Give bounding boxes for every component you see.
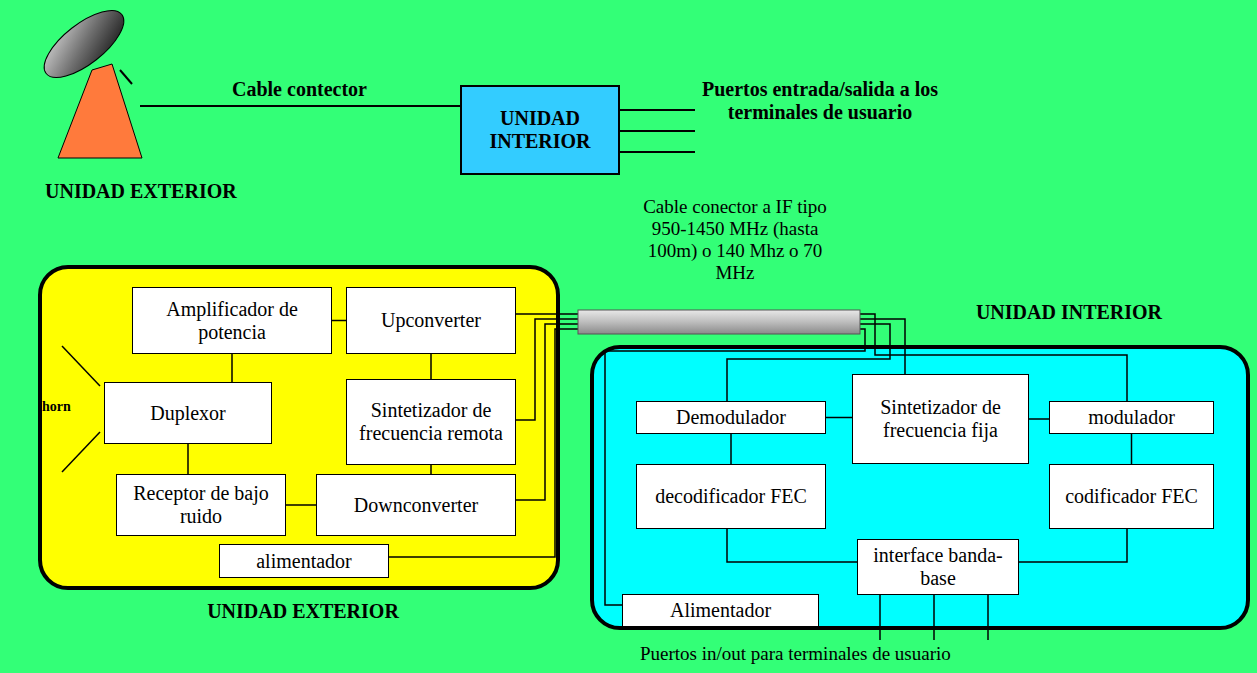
block-label: UNIDAD INTERIOR — [467, 107, 613, 153]
signal-connector — [187, 444, 189, 474]
block-box: codificador FEC — [1049, 464, 1214, 529]
block-label: decodificador FEC — [655, 485, 807, 508]
block-box: UNIDAD INTERIOR — [460, 85, 620, 175]
port-wire — [933, 590, 935, 640]
dish-feed — [120, 70, 132, 84]
block-label: interface banda-base — [863, 544, 1013, 590]
block-label: modulador — [1088, 406, 1175, 429]
signal-connector — [430, 465, 432, 474]
unit-heading: UNIDAD EXTERIOR — [207, 600, 399, 622]
signal-connector — [430, 354, 432, 379]
port-line — [620, 109, 695, 111]
unit-heading-holder: UNIDAD EXTERIOR — [42, 600, 564, 623]
signal-connector — [826, 417, 852, 419]
unit-panel: UNIDAD INTERIORDemoduladorSintetizador d… — [590, 345, 1250, 630]
block-box: Sintetizador de frecuencia fija — [852, 374, 1029, 464]
dish-reflector — [34, 0, 134, 89]
block-label: Sintetizador de frecuencia fija — [858, 396, 1023, 442]
block-box: Alimentador — [622, 594, 819, 627]
block-box: Receptor de bajo ruido — [116, 474, 286, 536]
block-box: Duplexor — [104, 382, 272, 444]
block-box: Sintetizador de frecuencia remota — [346, 379, 516, 465]
if-cable — [578, 310, 860, 334]
note-label: Puertos entrada/salida a los terminales … — [700, 78, 940, 124]
block-box: Upconverter — [346, 287, 516, 354]
note-label: horn — [42, 399, 86, 415]
block-box: Amplificador de potencia — [132, 287, 332, 354]
block-label: Demodulador — [676, 406, 786, 429]
block-label: alimentador — [256, 550, 352, 573]
block-box: interface banda-base — [857, 539, 1019, 595]
dish-pedestal — [58, 64, 142, 158]
block-label: Duplexor — [150, 402, 226, 425]
signal-connector — [231, 354, 233, 382]
signal-connector — [385, 329, 865, 605]
port-wire — [879, 590, 881, 640]
block-label: Sintetizador de frecuencia remota — [352, 399, 510, 445]
signal-connector — [1019, 529, 1127, 562]
signal-connector — [1131, 434, 1133, 464]
block-box: Downconverter — [316, 474, 516, 536]
signal-connector — [332, 320, 346, 322]
block-label: Downconverter — [354, 494, 478, 517]
note-label: UNIDAD EXTERIOR — [45, 180, 315, 203]
signal-connector — [286, 504, 316, 506]
note-label: Puertos in/out para terminales de usuari… — [640, 643, 1080, 665]
block-label: codificador FEC — [1065, 485, 1198, 508]
port-wire — [987, 590, 989, 640]
horn-line — [62, 346, 100, 386]
block-label: Alimentador — [670, 599, 771, 622]
top-cable — [140, 105, 460, 107]
block-box: modulador — [1049, 401, 1214, 434]
port-line — [620, 151, 695, 153]
block-label: Receptor de bajo ruido — [122, 482, 280, 528]
signal-connector — [1029, 418, 1049, 420]
signal-connector — [730, 434, 732, 464]
unit-heading-holder: UNIDAD INTERIOR — [924, 301, 1214, 324]
block-box: alimentador — [219, 544, 389, 578]
note-label: Cable conector a IF tipo 950-1450 MHz (h… — [635, 196, 835, 283]
unit-heading: UNIDAD INTERIOR — [976, 301, 1162, 323]
unit-panel: UNIDAD EXTERIORAmplificador de potenciaU… — [38, 265, 560, 590]
block-label: Upconverter — [381, 309, 481, 332]
block-label: Amplificador de potencia — [138, 298, 326, 344]
note-label: Cable contector — [232, 78, 452, 101]
block-box: decodificador FEC — [636, 464, 826, 529]
horn-line — [62, 432, 100, 472]
signal-connector — [727, 529, 857, 562]
port-line — [620, 130, 695, 132]
block-box: Demodulador — [636, 401, 826, 434]
